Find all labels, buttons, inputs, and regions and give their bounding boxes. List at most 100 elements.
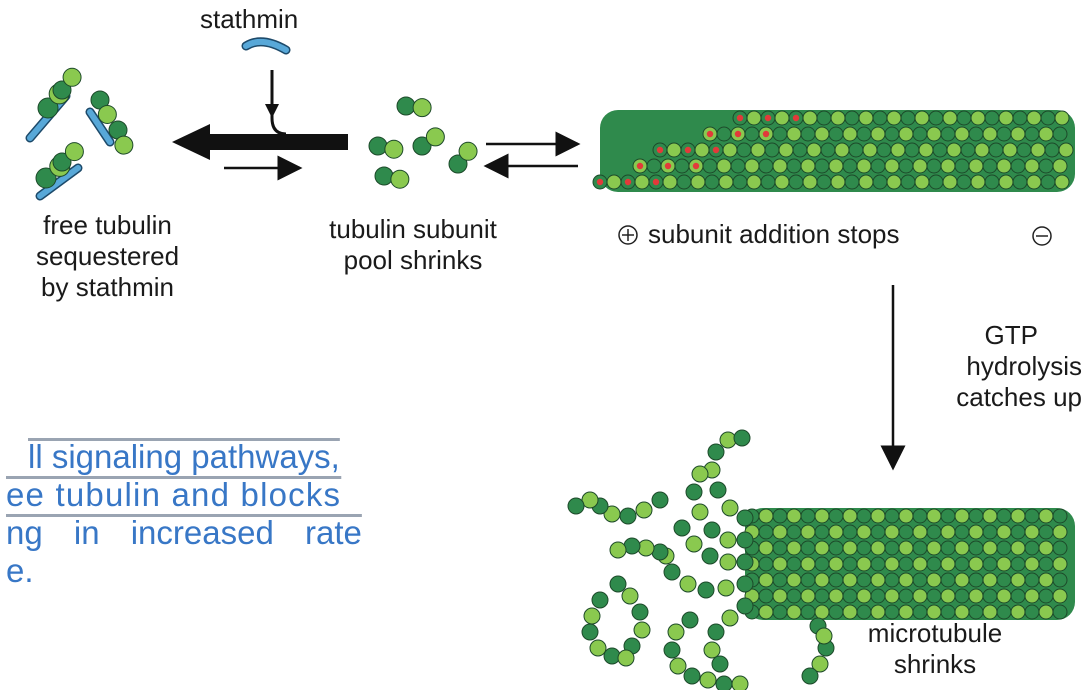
tubulin-subunit xyxy=(968,588,984,604)
tubulin-subunit xyxy=(744,158,760,174)
plus-end-icon xyxy=(618,225,638,245)
beta-tubulin xyxy=(458,141,478,161)
tubulin-subunit xyxy=(786,524,802,540)
tubulin-subunit xyxy=(968,556,984,572)
tubulin-subunit xyxy=(996,524,1012,540)
tubulin-subunit xyxy=(982,572,998,588)
protofilament-subunit xyxy=(811,655,829,673)
tubulin-subunit xyxy=(884,540,900,556)
tubulin-subunit xyxy=(856,508,872,524)
protofilament-subunit xyxy=(581,623,599,641)
tubulin-subunit xyxy=(914,110,930,126)
protofilament-subunit xyxy=(801,667,819,685)
tubulin-subunit xyxy=(758,524,774,540)
tubulin-subunit xyxy=(996,572,1012,588)
tubulin-subunit xyxy=(956,174,972,190)
protofilament-subunit xyxy=(651,491,669,509)
tubulin-subunit xyxy=(898,588,914,604)
protofilament-subunit xyxy=(669,657,687,675)
gtp-hydrolysis-label: GTP hydrolysis catches up xyxy=(900,320,1082,413)
tubulin-subunit xyxy=(842,556,858,572)
tubulin-subunit xyxy=(870,508,886,524)
alpha-tubulin xyxy=(35,167,57,189)
tubulin-subunit xyxy=(884,572,900,588)
tubulin-subunit xyxy=(800,572,816,588)
tubulin-subunit xyxy=(870,604,886,620)
tubulin-subunit xyxy=(814,556,830,572)
tubulin-subunit xyxy=(876,142,892,158)
protofilament-subunit xyxy=(721,499,739,517)
pool-line-2: pool shrinks xyxy=(343,245,483,275)
beta-tubulin xyxy=(114,135,134,155)
protofilament-subunit xyxy=(681,611,699,629)
tubulin-subunit xyxy=(758,556,774,572)
tubulin-subunit xyxy=(676,174,692,190)
tubulin-subunit xyxy=(816,110,832,126)
tubulin-subunit xyxy=(786,604,802,620)
protofilament-subunit xyxy=(736,531,754,549)
tubulin-subunit xyxy=(732,174,748,190)
tubulin-subunit xyxy=(970,110,986,126)
tubulin-subunit xyxy=(912,588,928,604)
tubulin-subunit xyxy=(996,588,1012,604)
tubulin-subunit xyxy=(828,604,844,620)
free-tubulin-line-2: sequestered xyxy=(35,241,180,271)
tubulin-subunit xyxy=(1010,158,1026,174)
tubulin-subunit xyxy=(814,588,830,604)
protofilament-subunit xyxy=(633,621,651,639)
protofilament-subunit xyxy=(631,603,649,621)
protofilament-subunit xyxy=(685,535,703,553)
tubulin-subunit xyxy=(926,588,942,604)
tubulin-subunit xyxy=(786,158,802,174)
protofilament-subunit xyxy=(697,581,715,599)
tubulin-subunit xyxy=(828,572,844,588)
alpha-tubulin xyxy=(448,154,468,174)
gtp-cap-dot xyxy=(736,114,744,122)
tubulin-subunit xyxy=(968,508,984,524)
tubulin-subunit xyxy=(814,572,830,588)
protofilament-subunit xyxy=(635,501,653,519)
tubulin-subunit xyxy=(746,174,762,190)
tubulin-subunit xyxy=(772,126,788,142)
beta-tubulin xyxy=(64,142,84,162)
protofilament-subunit xyxy=(691,503,709,521)
tubulin-subunit xyxy=(1038,556,1054,572)
tubulin-subunit xyxy=(1024,604,1040,620)
tubulin-subunit xyxy=(956,110,972,126)
tubulin-subunit xyxy=(694,142,710,158)
tubulin-subunit xyxy=(1054,174,1070,190)
tubulin-subunit xyxy=(872,174,888,190)
tubulin-subunit xyxy=(1024,508,1040,524)
protofilament-subunit xyxy=(567,497,585,515)
tubulin-subunit xyxy=(856,540,872,556)
tubulin-subunit xyxy=(772,588,788,604)
gtp-cap-dot xyxy=(656,146,664,154)
tubulin-subunit xyxy=(842,572,858,588)
tubulin-subunit xyxy=(814,524,830,540)
tubulin-subunit xyxy=(884,588,900,604)
protofilament-subunit xyxy=(699,671,717,689)
tubulin-subunit xyxy=(940,158,956,174)
protofilament-subunit xyxy=(736,509,754,527)
tubulin-subunit xyxy=(830,174,846,190)
tubulin-subunit xyxy=(646,158,662,174)
tubulin-subunit xyxy=(942,110,958,126)
tubulin-subunit xyxy=(786,126,802,142)
alpha-tubulin xyxy=(374,166,394,186)
tubulin-subunit xyxy=(828,158,844,174)
protofilament-subunit xyxy=(709,481,727,499)
tubulin-subunit xyxy=(926,540,942,556)
tubulin-subunit xyxy=(858,174,874,190)
pool-line-1: tubulin subunit xyxy=(329,214,497,244)
tubulin-subunit xyxy=(870,524,886,540)
tubulin-subunit xyxy=(1024,158,1040,174)
tubulin-subunit xyxy=(940,604,956,620)
tubulin-subunit xyxy=(662,174,678,190)
tubulin-subunit xyxy=(1052,508,1068,524)
tubulin-subunit xyxy=(928,110,944,126)
gtp-line-2: hydrolysis xyxy=(966,351,1082,381)
tubulin-subunit xyxy=(912,556,928,572)
tubulin-subunit xyxy=(856,588,872,604)
tubulin-subunit xyxy=(954,126,970,142)
tubulin-subunit xyxy=(884,604,900,620)
